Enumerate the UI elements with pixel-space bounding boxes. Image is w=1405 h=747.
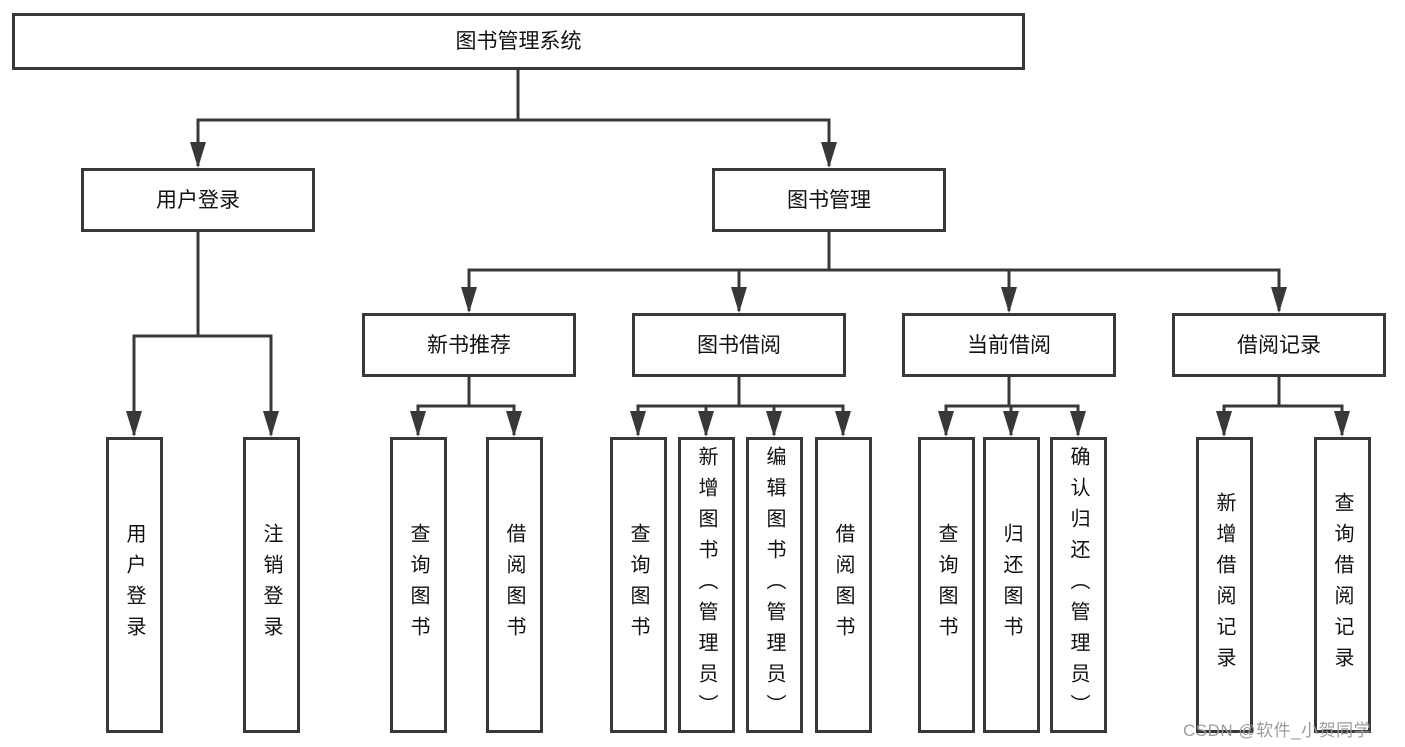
- leaf-label: 用户登录: [123, 523, 145, 647]
- leaf-borrow-books: 借阅图书: [814, 437, 872, 733]
- leaf-label: 新增借阅记录: [1213, 492, 1235, 678]
- leaf-label: 编辑图书（管理员）: [763, 445, 785, 725]
- leaf-query-books-current: 查询图书: [917, 437, 975, 733]
- connector-book-management-to-level3: [461, 232, 1287, 313]
- leaf-add-borrow-record: 新增借阅记录: [1195, 437, 1253, 733]
- leaf-label: 借阅图书: [503, 523, 525, 647]
- node-book-borrow: 图书借阅: [632, 313, 846, 377]
- leaf-logout: 注销登录: [242, 437, 300, 733]
- leaf-label: 查询图书: [935, 523, 957, 647]
- leaf-query-books-borrow: 查询图书: [609, 437, 667, 733]
- leaf-add-books-admin: 新增图书（管理员）: [677, 437, 735, 733]
- node-borrow-records: 借阅记录: [1172, 313, 1386, 377]
- connector-new-book-recommend-to-leaves: [410, 377, 522, 437]
- leaf-label: 查询图书: [627, 523, 649, 647]
- leaf-label: 查询图书: [407, 523, 429, 647]
- leaf-label: 注销登录: [260, 523, 282, 647]
- node-current-borrow: 当前借阅: [902, 313, 1116, 377]
- connector-book-borrow-to-leaves: [630, 377, 851, 437]
- node-new-book-recommend: 新书推荐: [362, 313, 576, 377]
- node-user-login: 用户登录: [81, 168, 315, 232]
- connector-root-to-level2: [190, 70, 837, 168]
- leaf-edit-books-admin: 编辑图书（管理员）: [745, 437, 803, 733]
- leaf-user-login: 用户登录: [105, 437, 163, 733]
- leaf-confirm-return-admin: 确认归还（管理员）: [1049, 437, 1107, 733]
- leaf-query-books-recommend: 查询图书: [389, 437, 447, 733]
- leaf-label: 借阅图书: [832, 523, 854, 647]
- leaf-label: 归还图书: [1000, 523, 1022, 647]
- leaf-label: 查询借阅记录: [1331, 492, 1353, 678]
- connector-borrow-record-to-leaves: [1216, 377, 1350, 437]
- leaf-label: 确认归还（管理员）: [1067, 445, 1089, 725]
- node-book-management: 图书管理: [712, 168, 946, 232]
- node-library-management-system: 图书管理系统: [12, 13, 1025, 70]
- leaf-return-books: 归还图书: [982, 437, 1040, 733]
- leaf-label: 新增图书（管理员）: [695, 445, 717, 725]
- connector-current-borrow-to-leaves: [938, 377, 1086, 437]
- leaf-query-borrow-record: 查询借阅记录: [1313, 437, 1371, 733]
- leaf-borrow-books-recommend: 借阅图书: [485, 437, 543, 733]
- csdn-watermark: CSDN @软件_小贺同学: [1183, 721, 1372, 740]
- connector-user-login-to-leaves: [126, 232, 279, 437]
